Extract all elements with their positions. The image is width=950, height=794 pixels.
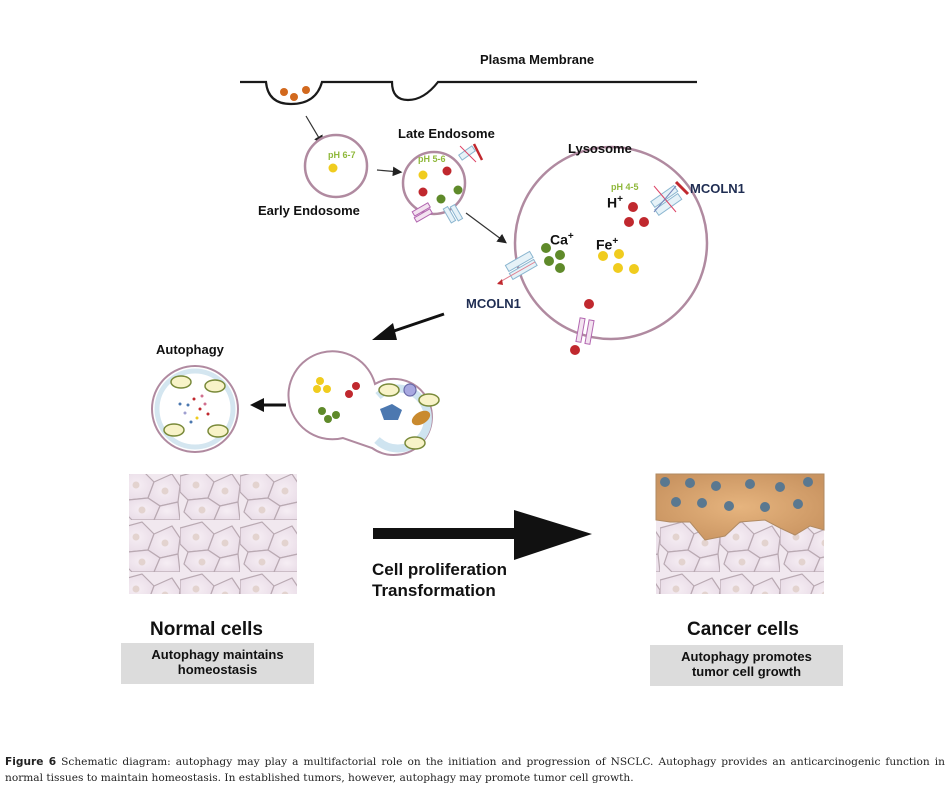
lysosome-bottom-channel: [570, 299, 595, 355]
ph-lysosome-label: pH 4-5: [611, 182, 639, 192]
arrow-label-line1: Cell proliferation: [372, 560, 508, 579]
cancer-cells-image: [655, 473, 825, 594]
fe-ion-base: Fe: [596, 236, 613, 253]
lysosome-label: Lysosome: [568, 141, 632, 156]
autolysosome-fusion: [287, 350, 440, 456]
h-ion-base: H: [607, 194, 618, 211]
arrow-label-line2: Transformation: [372, 581, 496, 600]
proliferation-arrow: [373, 510, 592, 560]
mcoln1-label-top: MCOLN1: [690, 181, 745, 196]
fe-ion-charge: +: [612, 236, 619, 247]
h-ion-charge: +: [617, 194, 623, 205]
ca-ion-charge: +: [567, 231, 574, 242]
late-endosome-cargo: [418, 166, 463, 204]
normal-desc-line1: Autophagy maintains: [151, 647, 284, 662]
early-endosome-label: Early Endosome: [258, 203, 360, 218]
normal-desc-line2: homeostasis: [177, 662, 258, 677]
ph-early-label: pH 6-7: [328, 150, 356, 160]
figure-caption: Figure 6 Schematic diagram: autophagy ma…: [5, 754, 945, 786]
cancer-cells-description: Autophagy promotes tumor cell growth: [650, 645, 843, 686]
cancer-desc-line2: tumor cell growth: [691, 664, 802, 679]
lysosome-ca-ions: [541, 243, 565, 273]
fe-ion-label: Fe+: [596, 236, 618, 253]
ca-ion-label: Ca+: [550, 231, 574, 248]
figure-caption-text: Schematic diagram: autophagy may play a …: [5, 756, 945, 784]
cancer-desc-line1: Autophagy promotes: [681, 649, 812, 664]
h-ion-label: H+: [607, 194, 623, 211]
lysosome: [513, 145, 709, 341]
mcoln1-channel-blocked: [650, 180, 690, 217]
mcoln1-channel-open: [497, 250, 538, 285]
plasma-membrane-label: Plasma Membrane: [480, 52, 595, 67]
ph-late-label: pH 5-6: [418, 154, 446, 164]
ca-ion-base: Ca: [550, 231, 568, 248]
lysosome-h-ions: [624, 202, 649, 227]
late-endosome-channel-blocked: [458, 143, 484, 163]
lysosome-fe-ions: [598, 249, 639, 274]
late-endosome-label: Late Endosome: [398, 126, 495, 141]
normal-cells-label: Normal cells: [150, 619, 263, 640]
late-endosome-channels: [411, 202, 464, 224]
arrow-to-autophagosome: [387, 312, 445, 335]
normal-cells-image: [129, 474, 297, 594]
arrow-to-late-endosome: [376, 166, 403, 177]
autophagy-label: Autophagy: [156, 342, 224, 357]
arrow-to-lysosome: [465, 212, 507, 244]
figure-label: Figure 6: [5, 756, 57, 768]
cancer-cells-label: Cancer cells: [687, 619, 799, 640]
autophagy-vesicle: [151, 365, 239, 453]
mcoln1-label-left: MCOLN1: [466, 296, 521, 311]
plasma-membrane: [240, 80, 697, 106]
cargo-dots: [280, 86, 310, 101]
normal-cells-description: Autophagy maintains homeostasis: [121, 643, 314, 684]
early-endosome-cargo: [328, 163, 338, 173]
